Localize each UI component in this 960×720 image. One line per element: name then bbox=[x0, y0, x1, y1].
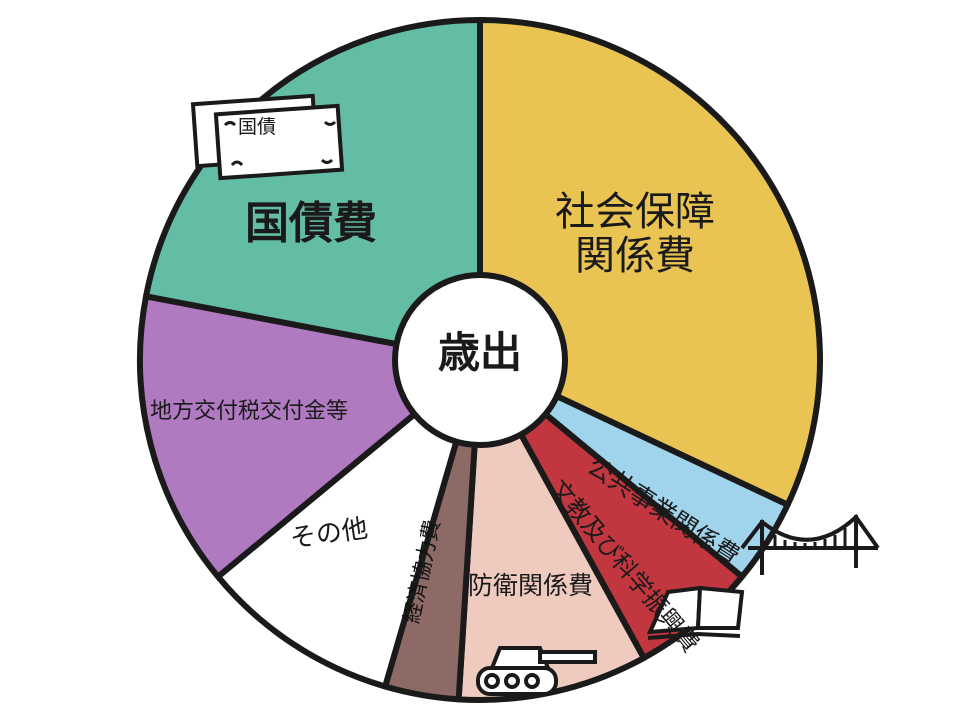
bond-bill-label: 国債 bbox=[238, 116, 277, 138]
bond-bill-icon bbox=[190, 93, 345, 181]
bridge-icon bbox=[740, 513, 880, 575]
label-social-line1: 社会保障 bbox=[555, 189, 715, 235]
label-social-line2: 関係費 bbox=[575, 233, 695, 279]
label-defense: 防衛関係費 bbox=[468, 571, 594, 600]
center-hole bbox=[392, 272, 568, 448]
pie-slice-5 bbox=[215, 357, 483, 690]
pie-slice-0 bbox=[477, 17, 823, 508]
label-local-allocation-tax: 地方交付税交付金等 bbox=[150, 399, 349, 424]
center-title: 歳出 bbox=[437, 328, 522, 377]
label-national-debt: 国債費 bbox=[245, 198, 377, 249]
label-social-security: 社会保障 関係費 bbox=[525, 190, 745, 278]
pie-slice-3 bbox=[455, 357, 647, 703]
tank-icon bbox=[476, 646, 597, 696]
book-icon bbox=[646, 585, 745, 640]
